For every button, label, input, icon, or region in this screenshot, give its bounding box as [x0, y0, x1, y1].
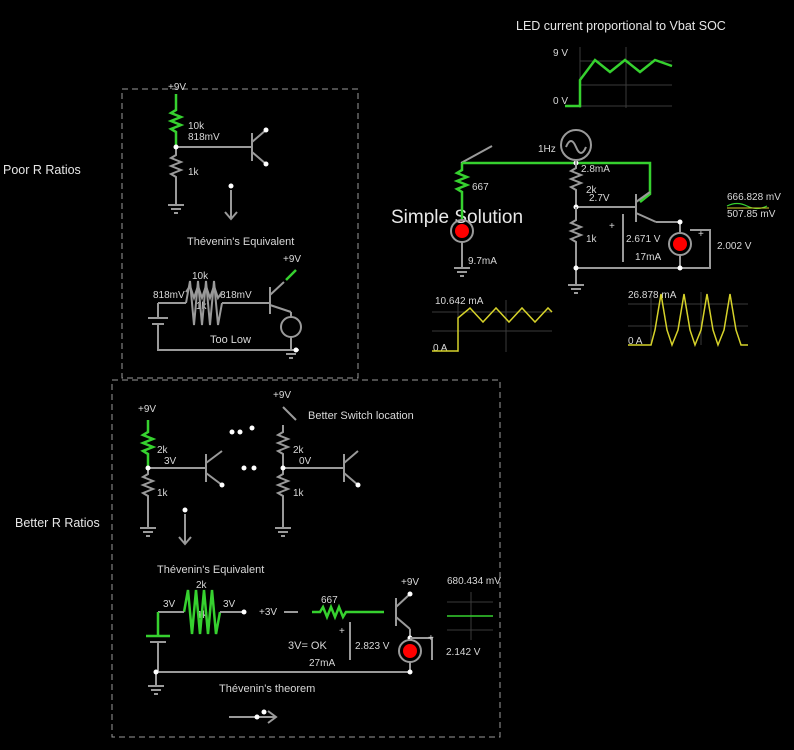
simple-plus1: + [609, 221, 615, 232]
better-scope: 680.434 mV [447, 576, 501, 640]
led-current-scope-right: 26.878 mA 0 A [628, 290, 748, 348]
better-r-top-label: 2k [157, 445, 169, 456]
better-scope-value: 680.434 mV [447, 576, 501, 587]
better-dots [229, 425, 257, 471]
led-current-scope-left: 10.642 mA 0 A [432, 296, 553, 354]
simple-led-v: 2.002 V [717, 241, 752, 252]
simple-voltage-scope: 666.828 mV 507.85 mV [726, 192, 781, 220]
title: LED current proportional to Vbat SOC [516, 19, 726, 33]
simple-solution-label: Simple Solution [391, 207, 523, 228]
simple-scope-b: 507.85 mV [727, 209, 776, 220]
better-th-ok: 3V= OK [288, 640, 327, 652]
thevenin-theorem-label: Thévenin's theorem [219, 683, 315, 695]
led2-scope-max: 26.878 mA [628, 290, 677, 301]
simple-node-voltage: 2.7V [589, 193, 610, 204]
poor-th-v-left: 818mV [153, 290, 185, 301]
poor-node-voltage: 818mV [188, 132, 220, 143]
poor-arrow [224, 183, 238, 221]
led1-scope-min: 0 A [433, 343, 448, 354]
poor-th-v-right: 818mV [220, 290, 252, 301]
switch-supply-label: +9V [273, 390, 291, 401]
simple-led-right [673, 237, 687, 251]
poor-divider-circuit: +9V 10k 818mV 1k [167, 82, 269, 214]
led1-scope-max: 10.642 mA [435, 296, 484, 307]
poor-r-top-label: 10k [188, 121, 205, 132]
better-th-v-left: 3V [163, 599, 176, 610]
better-th-v-right: 3V [223, 599, 236, 610]
simple-emitter-v: 2.671 V [626, 234, 661, 245]
better-th-source: +3V [259, 607, 277, 618]
simple-r-top: 2k [586, 185, 598, 196]
theorem-arrow [229, 709, 278, 724]
better-thevenin-label: Thévenin's Equivalent [157, 564, 264, 576]
simple-freq-label: 1Hz [538, 144, 556, 155]
better-arrow [178, 507, 192, 546]
simple-circuit: 1Hz 667 9.7mA 2.8mA 2k 2.7V 1k + + [450, 129, 752, 294]
switch-label: Better Switch location [308, 410, 414, 422]
better-ratios-label: Better R Ratios [15, 516, 100, 530]
poor-ratio-box [121, 88, 359, 379]
better-divider-circuit: +9V 2k 3V 1k [138, 404, 225, 537]
better-th-r-series: 667 [321, 595, 338, 606]
poor-thevenin-circuit: +9V 10k 818mV 1k 818mV [148, 254, 302, 359]
simple-plus2: + [698, 229, 704, 240]
simple-r-series: 667 [472, 182, 489, 193]
simple-branch-current: 2.8mA [581, 164, 610, 175]
simple-r-bottom: 1k [586, 234, 598, 245]
poor-ratios-label: Poor R Ratios [3, 163, 81, 177]
poor-too-low-note: Too Low [210, 334, 251, 346]
better-th-vbe: 2.823 V [355, 641, 390, 652]
poor-th-r-bottom: 1k [196, 301, 208, 312]
switch-r-bottom-label: 1k [293, 488, 305, 499]
switch-node-voltage: 0V [299, 456, 312, 467]
simple-led-current: 9.7mA [468, 256, 497, 267]
better-thevenin-circuit: 3V 2k 1k 3V +3V 667 + +9V + 3V= OK 2.823… [146, 577, 481, 695]
simple-scope-a: 666.828 mV [727, 192, 781, 203]
vbat-scope: 9 V 0 V [553, 47, 673, 108]
better-r-bottom-label: 1k [157, 488, 169, 499]
better-th-plus2: + [428, 633, 434, 644]
switch-r-top-label: 2k [293, 445, 305, 456]
poor-r-bottom-label: 1k [188, 167, 200, 178]
led2-scope-min: 0 A [628, 336, 643, 347]
vbat-scope-max: 9 V [553, 48, 568, 59]
better-th-led-v: 2.142 V [446, 647, 481, 658]
better-th-plus1: + [339, 626, 345, 637]
poor-supply-label: +9V [168, 82, 186, 93]
simple-led-left [455, 224, 469, 238]
poor-th-supply: +9V [283, 254, 301, 265]
better-th-current: 27mA [309, 658, 335, 669]
vbat-scope-min: 0 V [553, 96, 568, 107]
poor-thevenin-label: Thévenin's Equivalent [187, 236, 294, 248]
better-led [403, 644, 417, 658]
better-ratio-box [111, 379, 501, 738]
better-node-voltage: 3V [164, 456, 177, 467]
better-th-r-top: 2k [196, 580, 208, 591]
better-th-supply: +9V [401, 577, 419, 588]
switch-divider-circuit: +9V Better Switch location 2k 0V 1k [273, 390, 414, 537]
better-supply-label: +9V [138, 404, 156, 415]
poor-th-r-top: 10k [192, 271, 209, 282]
simple-emitter-current: 17mA [635, 252, 661, 263]
